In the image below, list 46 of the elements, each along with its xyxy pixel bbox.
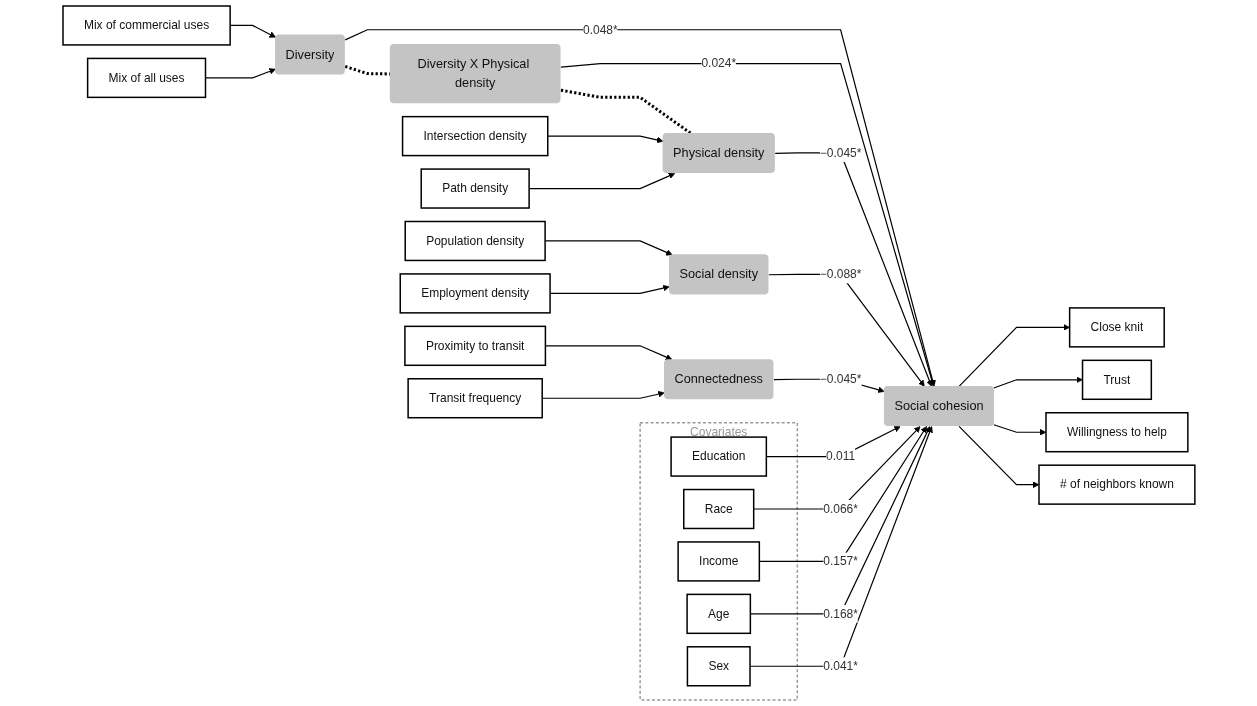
node-box: Social density [668,254,769,295]
node-box: # of neighbors known [1037,464,1196,505]
node-box: Close knit [1068,307,1165,348]
node-box: Intersection density [401,115,549,157]
edge-label: −0.088* [819,267,861,281]
node-box: Physical density [662,132,775,173]
edge-label: −0.045* [819,372,861,386]
node-box: Mix of all uses [86,57,206,99]
arrow [774,152,933,387]
node-box: Proximity to transit [403,325,546,367]
edge-label: 0.024* [700,56,736,70]
node-box: Employment density [399,273,551,314]
arrow [528,172,675,190]
edge-label: 0.011 [825,449,855,463]
connector [560,88,692,135]
node-box: Path density [420,168,530,209]
node-box: Trust [1081,359,1152,401]
edge-label: 0.048* [582,23,618,36]
node-box: Diversity [274,34,345,75]
node-box: Connectedness [663,359,773,400]
arrow [958,324,1070,387]
edge-label: 0.168* [822,607,858,620]
node-box: Sex [686,646,751,687]
arrow [549,284,670,294]
edge-label: 0.041* [822,659,858,673]
node-box: Race [682,488,754,530]
edge-label: 0.157* [822,554,858,568]
edge-label: 0.066* [822,502,858,515]
node-box: Transit frequency [406,378,543,419]
connector [344,65,390,76]
node-box: Mix of commercial uses [61,5,231,46]
node-box: Age [685,593,751,635]
node-box: Income [676,541,760,582]
node-box: Diversity X Physical density [389,44,561,104]
arrow [544,345,672,361]
edge-label: −0.045* [819,146,861,159]
node-box: Willingness to help [1044,412,1189,453]
arrow [992,376,1083,389]
node-box: Education [669,436,767,477]
node-box: Population density [404,220,546,262]
arrow [958,425,1039,488]
arrow [229,24,276,38]
arrow [544,240,673,256]
arrow [992,424,1046,436]
node-box: Social cohesion [883,386,994,427]
arrow [541,390,665,399]
